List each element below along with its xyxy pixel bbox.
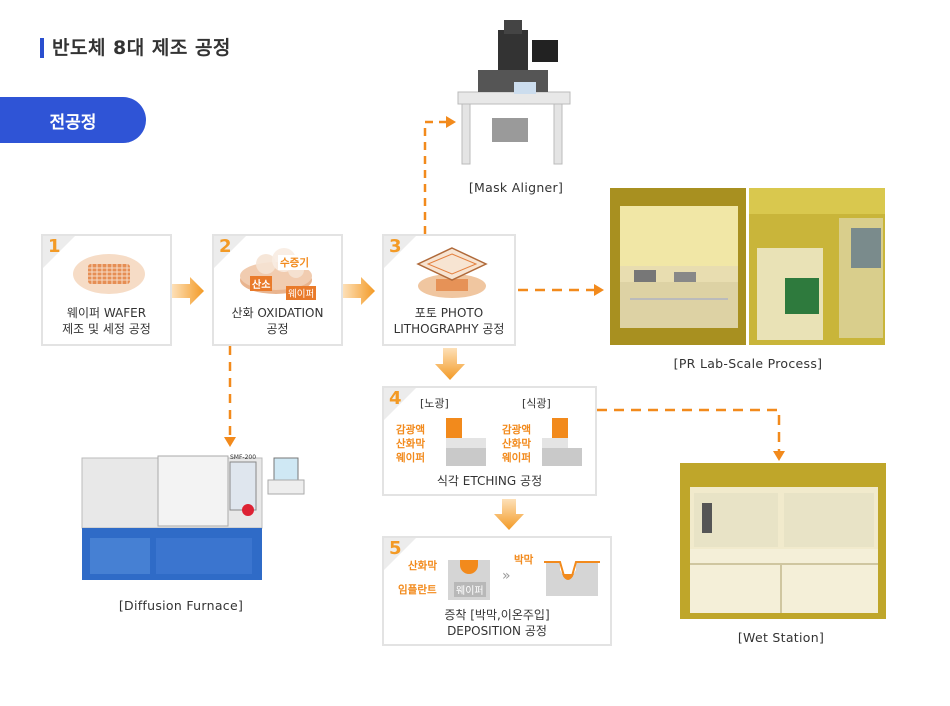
process-arrow-icon: » (502, 568, 511, 584)
step-label-line1: 포토 PHOTO (414, 306, 484, 320)
step-label-line2: 제조 및 세정 공정 (62, 322, 151, 336)
step-number: 2 (219, 236, 232, 257)
step-label-line2: 공정 (266, 322, 289, 336)
etch-label: 산화막 (396, 438, 425, 450)
title-accent-bar (40, 38, 44, 58)
etch-dry-title: [식광] (522, 397, 551, 410)
step-label-line1: 웨이퍼 WAFER (66, 306, 147, 320)
photoresist-block (552, 418, 568, 438)
deposition-implant-label: 임플란트 (398, 584, 437, 596)
down-arrow-icon (773, 451, 785, 461)
right-arrow-icon (343, 277, 375, 305)
etch-label: 감광액 (396, 424, 425, 436)
step-corner (384, 236, 416, 268)
dashed-connector-icon (423, 120, 446, 234)
right-arrow-icon (446, 116, 456, 128)
etch-label: 웨이퍼 (396, 452, 425, 464)
down-arrow-icon (224, 437, 236, 447)
oxide-layer (446, 438, 486, 448)
step-label-line2: DEPOSITION 공정 (447, 624, 547, 638)
right-arrow-icon (172, 277, 204, 305)
step-etching: 4 [노광] [식광] 감광액 산화막 웨이퍼 감광액 산화막 웨이퍼 식각 E… (382, 386, 597, 496)
step-corner (384, 538, 416, 570)
step-corner (43, 236, 75, 268)
step-corner (384, 388, 416, 420)
step-number: 5 (389, 538, 402, 559)
photoresist-block (446, 418, 462, 438)
mask-aligner-caption: [Mask Aligner] (468, 180, 564, 195)
right-arrow-icon (594, 284, 604, 296)
etch-wet-title: [노광] (420, 397, 449, 410)
wafer-label: 웨이퍼 (286, 286, 317, 300)
step-label-line2: LITHOGRAPHY 공정 (393, 322, 505, 336)
step-deposition: 5 웨이퍼 산화막 임플란트 » 박막 증착 [박막,이온주입] DEPOSIT… (382, 536, 612, 646)
wet-station-image (680, 463, 886, 619)
deposition-film-icon (544, 561, 600, 596)
photomask-icon (416, 247, 488, 298)
wafer-layer (446, 448, 486, 466)
step-oxidation: 2 수증기 산소 웨이퍼 산화 OXIDATION 공정 (212, 234, 343, 346)
step-corner (214, 236, 246, 268)
etch-label: 웨이퍼 (502, 452, 531, 464)
etch-label: 산화막 (502, 438, 531, 450)
deposition-wafer-label: 웨이퍼 (454, 582, 486, 597)
step-number: 3 (389, 236, 402, 257)
oxide-layer (542, 438, 568, 448)
etch-label: 감광액 (502, 424, 531, 436)
step-label-line1: 식각 ETCHING 공정 (436, 474, 543, 488)
wet-station-caption: [Wet Station] (737, 630, 825, 645)
down-arrow-icon (494, 499, 524, 530)
furnace-badge: SMF-200 (230, 454, 257, 461)
step-number: 4 (389, 388, 402, 409)
vapor-label: 수증기 (278, 255, 311, 270)
step-photo: 3 포토 PHOTO LITHOGRAPHY 공정 (382, 234, 516, 346)
down-arrow-icon (435, 348, 465, 380)
oxygen-label: 산소 (250, 276, 273, 291)
step-label-line1: 증착 [박막,이온주입] (444, 608, 550, 622)
pr-lab-image-left (610, 188, 746, 345)
mask-aligner-image (448, 10, 576, 170)
wafer-layer (542, 448, 582, 466)
deposition-film-label: 박막 (514, 554, 534, 566)
step-number: 1 (48, 236, 61, 257)
page-title: 반도체 8대 제조 공정 (52, 37, 231, 59)
step-wafer: 1 웨이퍼 WAFER 제조 및 세정 공정 (41, 234, 172, 346)
diffusion-furnace-caption: [Diffusion Furnace] (118, 598, 244, 613)
pr-lab-caption: [PR Lab-Scale Process] (673, 356, 823, 371)
deposition-oxide-label: 산화막 (408, 560, 437, 572)
dashed-connector-icon (597, 408, 781, 452)
wafer-icon (73, 254, 145, 294)
pr-lab-image-right (749, 188, 885, 345)
section-pill: 전공정 (0, 97, 146, 143)
implant-region (460, 560, 478, 574)
diffusion-furnace-image: SMF-200 (78, 450, 306, 588)
step-label-line1: 산화 OXIDATION (231, 306, 324, 320)
